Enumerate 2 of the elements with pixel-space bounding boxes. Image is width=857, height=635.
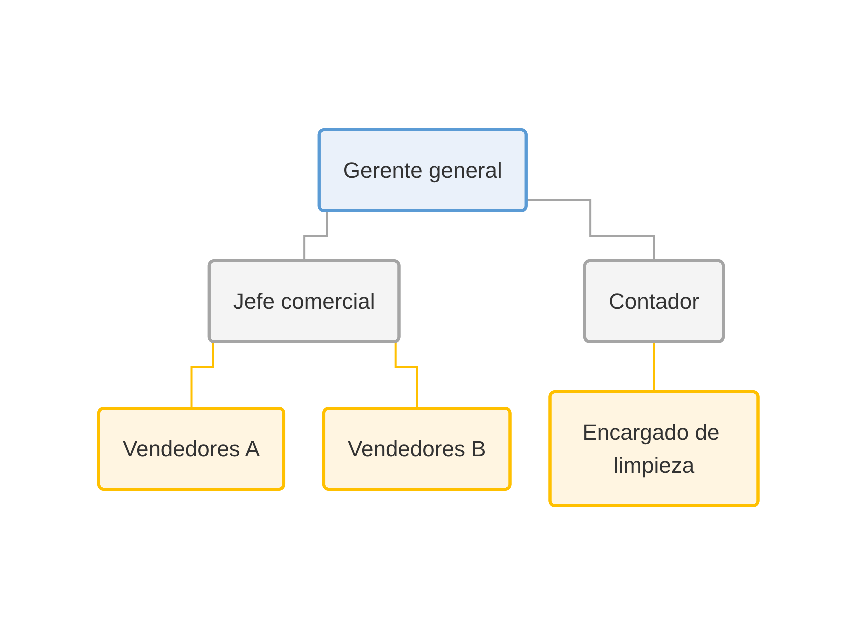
connector — [653, 341, 656, 393]
connector — [526, 198, 656, 262]
